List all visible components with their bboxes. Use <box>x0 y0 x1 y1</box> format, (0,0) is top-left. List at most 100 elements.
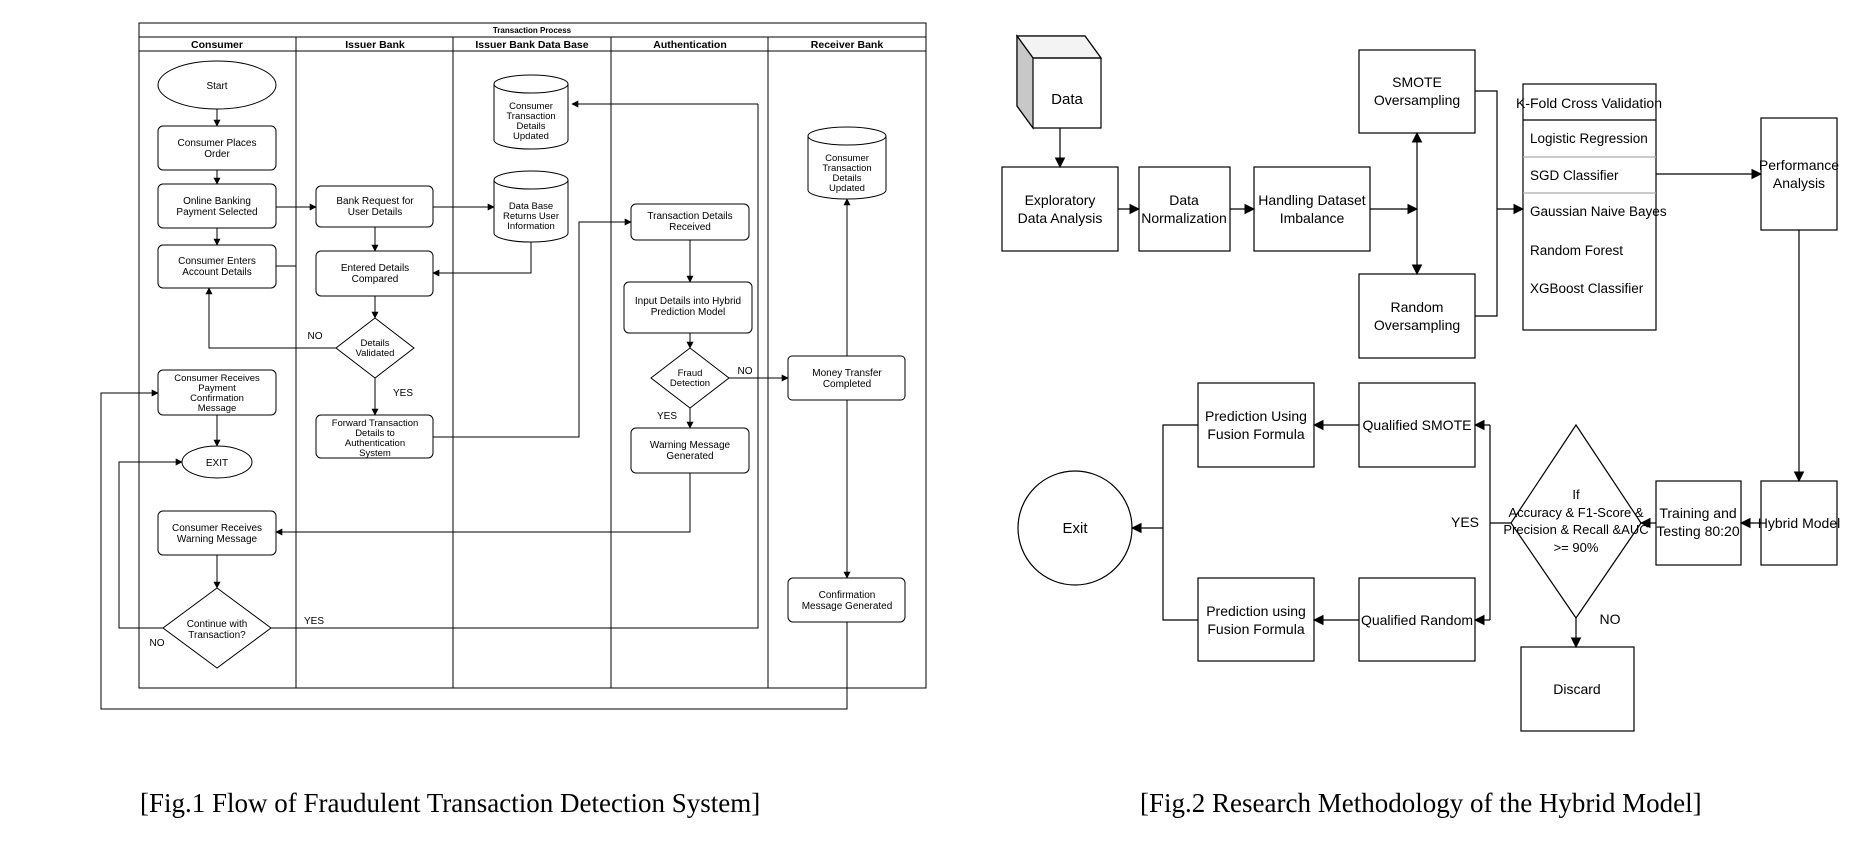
forward-line2: Details to <box>355 428 395 439</box>
confirmation-line2: Payment <box>198 383 236 394</box>
discard-label: Discard <box>1553 681 1600 697</box>
eda-line1: Exploratory <box>1025 192 1096 208</box>
training-line1: Training and <box>1659 505 1736 521</box>
warning-generated-line1: Warning Message <box>650 440 731 451</box>
imbalance-line2: Imbalance <box>1280 210 1345 226</box>
input-details-line1: Input Details into Hybrid <box>635 296 741 307</box>
fig1-flowchart <box>100 22 927 710</box>
prediction-random-line1: Prediction using <box>1206 603 1306 619</box>
performance-box <box>1760 117 1838 231</box>
continue-line2: Transaction? <box>188 630 246 641</box>
money-transfer-line1: Money Transfer <box>812 368 882 379</box>
decision-line3: Precision & Recall &AUC <box>1503 522 1648 537</box>
fraud-no-label: NO <box>738 366 753 377</box>
confirmation-line4: Message <box>198 403 237 414</box>
exit-label: Exit <box>1062 520 1088 537</box>
receiver-db-line1: Consumer <box>825 153 869 164</box>
db-returns-line1: Data Base <box>509 201 553 212</box>
model-xgboost: XGBoost Classifier <box>1530 281 1644 296</box>
money-transfer-line2: Completed <box>823 379 871 390</box>
eda-box <box>1001 166 1119 252</box>
db-updated-line4: Updated <box>513 131 549 142</box>
prediction-random-box <box>1197 577 1315 662</box>
lane-issuer-db: Issuer Bank Data Base <box>475 39 588 51</box>
prediction-smote-box <box>1197 382 1315 468</box>
details-validated-line1: Details <box>360 338 389 349</box>
entered-compared-line2: Compared <box>352 274 399 285</box>
forward-line4: System <box>359 448 391 459</box>
decision-line4: >= 90% <box>1554 540 1599 555</box>
db-updated-cylinder <box>493 84 569 150</box>
normalization-box <box>1138 166 1231 252</box>
continue-no-label: NO <box>150 638 165 649</box>
confirmation-generated-line2: Message Generated <box>802 601 893 612</box>
lane-issuer-bank: Issuer Bank <box>345 39 405 51</box>
consumer-enters-line2: Account Details <box>182 267 251 278</box>
warning-generated-line2: Generated <box>666 451 713 462</box>
normalization-line2: Normalization <box>1141 210 1227 226</box>
online-banking-line1: Online Banking <box>183 196 251 207</box>
db-updated-line3: Details <box>516 121 545 132</box>
consumer-enters-line1: Consumer Enters <box>178 256 256 267</box>
decision-line2: Accuracy & F1-Score & <box>1508 505 1643 520</box>
forward-line1: Forward Transaction <box>332 418 419 429</box>
decision-yes-label: YES <box>1451 514 1479 530</box>
normalization-line1: Data <box>1169 192 1199 208</box>
imbalance-box <box>1253 166 1371 252</box>
qualified-random-label: Qualified Random <box>1361 612 1473 628</box>
lane-receiver-bank: Receiver Bank <box>811 39 884 51</box>
fraud-detection-line2: Detection <box>670 378 710 389</box>
fig2-methodology <box>1001 34 1838 732</box>
fig1-title: Transaction Process <box>493 26 572 35</box>
random-box <box>1358 273 1476 359</box>
imbalance-line1: Handling Dataset <box>1258 192 1366 208</box>
continue-yes-label: YES <box>304 616 324 627</box>
smote-line2: Oversampling <box>1374 92 1460 108</box>
db-updated-line2: Transaction <box>506 111 555 122</box>
exit-label: EXIT <box>206 458 228 469</box>
prediction-smote-line1: Prediction Using <box>1205 408 1307 424</box>
eda-line2: Data Analysis <box>1018 210 1103 226</box>
prediction-random-line2: Fusion Formula <box>1207 621 1304 637</box>
bank-request-line2: User Details <box>348 207 402 218</box>
forward-line3: Authentication <box>345 438 405 449</box>
fig2-caption: [Fig.2 Research Methodology of the Hybri… <box>1140 788 1702 818</box>
consumer-places-order-line1: Consumer Places <box>178 138 257 149</box>
confirmation-line1: Consumer Receives <box>174 373 260 384</box>
db-updated-line1: Consumer <box>509 101 553 112</box>
entered-compared-line1: Entered Details <box>341 263 409 274</box>
continue-decision-diamond <box>162 587 272 669</box>
details-validated-line2: Validated <box>356 348 395 359</box>
lane-consumer: Consumer <box>191 39 243 51</box>
input-details-line2: Prediction Model <box>651 307 725 318</box>
qualified-smote-label: Qualified SMOTE <box>1363 417 1472 433</box>
prediction-smote-line2: Fusion Formula <box>1207 426 1304 442</box>
transaction-received-line2: Received <box>669 222 711 233</box>
training-line2: Testing 80:20 <box>1656 523 1739 539</box>
smote-line1: SMOTE <box>1392 74 1442 90</box>
receiver-db-line2: Transaction <box>822 163 871 174</box>
receiver-db-line4: Updated <box>829 183 865 194</box>
data-label: Data <box>1051 91 1083 108</box>
start-label: Start <box>206 81 227 92</box>
db-returns-cylinder <box>493 180 569 243</box>
fraud-detection-line1: Fraud <box>678 368 703 379</box>
random-line1: Random <box>1391 299 1444 315</box>
model-kfold: K-Fold Cross Validation <box>1516 95 1662 111</box>
confirmation-generated-line1: Confirmation <box>819 590 876 601</box>
db-returns-line2: Returns User <box>503 211 559 222</box>
performance-line1: Performance <box>1759 157 1839 173</box>
lane-authentication: Authentication <box>653 39 727 51</box>
validated-no-label: NO <box>308 331 323 342</box>
confirmation-line3: Confirmation <box>190 393 244 404</box>
model-random-forest: Random Forest <box>1530 243 1623 258</box>
decision-no-label: NO <box>1600 611 1621 627</box>
db-returns-line3: Information <box>507 221 555 232</box>
online-banking-line2: Payment Selected <box>176 207 257 218</box>
warning-msg-line2: Warning Message <box>177 534 258 545</box>
model-logistic-regression: Logistic Regression <box>1530 131 1648 146</box>
continue-line1: Continue with <box>187 619 248 630</box>
model-sgd: SGD Classifier <box>1530 168 1619 183</box>
consumer-places-order-line2: Order <box>204 149 230 160</box>
